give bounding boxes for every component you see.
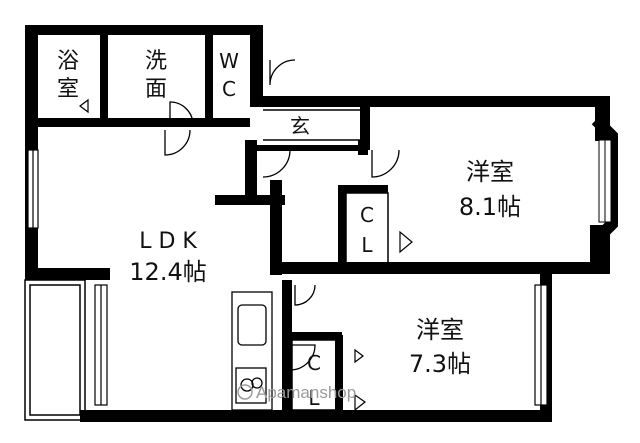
bath-label-1: 浴 xyxy=(57,49,79,74)
closet1-label-2: L xyxy=(361,233,373,257)
closets xyxy=(291,192,389,411)
interior-walls xyxy=(25,30,388,415)
watermark-logo-icon xyxy=(237,384,253,400)
kitchen-counter xyxy=(231,291,273,411)
bath-label-2: 室 xyxy=(57,77,79,102)
ldk-name: L D K xyxy=(139,229,197,254)
balcony xyxy=(24,279,86,421)
ldk-size: 12.4帖 xyxy=(129,258,206,286)
entrance-label: 玄 xyxy=(290,114,310,138)
bedroom2-name: 洋室 xyxy=(416,316,464,344)
wc-label-1: W xyxy=(219,49,239,73)
closet1-label-1: C xyxy=(360,203,374,227)
wc-label-2: C xyxy=(222,77,236,101)
doors xyxy=(164,59,400,371)
washroom-label-2: 面 xyxy=(145,77,167,102)
windows xyxy=(27,149,548,406)
thin-partitions xyxy=(263,109,360,273)
bedroom1-size: 8.1帖 xyxy=(459,193,521,221)
bedroom1-name: 洋室 xyxy=(466,158,514,186)
watermark-text: Apamanshop xyxy=(256,383,356,402)
room-labels: 浴 室 洗 面 W C 玄 洋室 8.1帖 L D K 12.4帖 C L 洋室… xyxy=(57,49,521,410)
watermark: Apamanshop xyxy=(237,383,356,402)
bedroom2-size: 7.3帖 xyxy=(409,350,471,378)
washroom-label-1: 洗 xyxy=(145,49,167,74)
closet2-label-2: L xyxy=(308,386,320,410)
closet2-label-1: C xyxy=(307,351,321,375)
door-markers xyxy=(79,98,413,412)
bay-window xyxy=(591,115,618,245)
